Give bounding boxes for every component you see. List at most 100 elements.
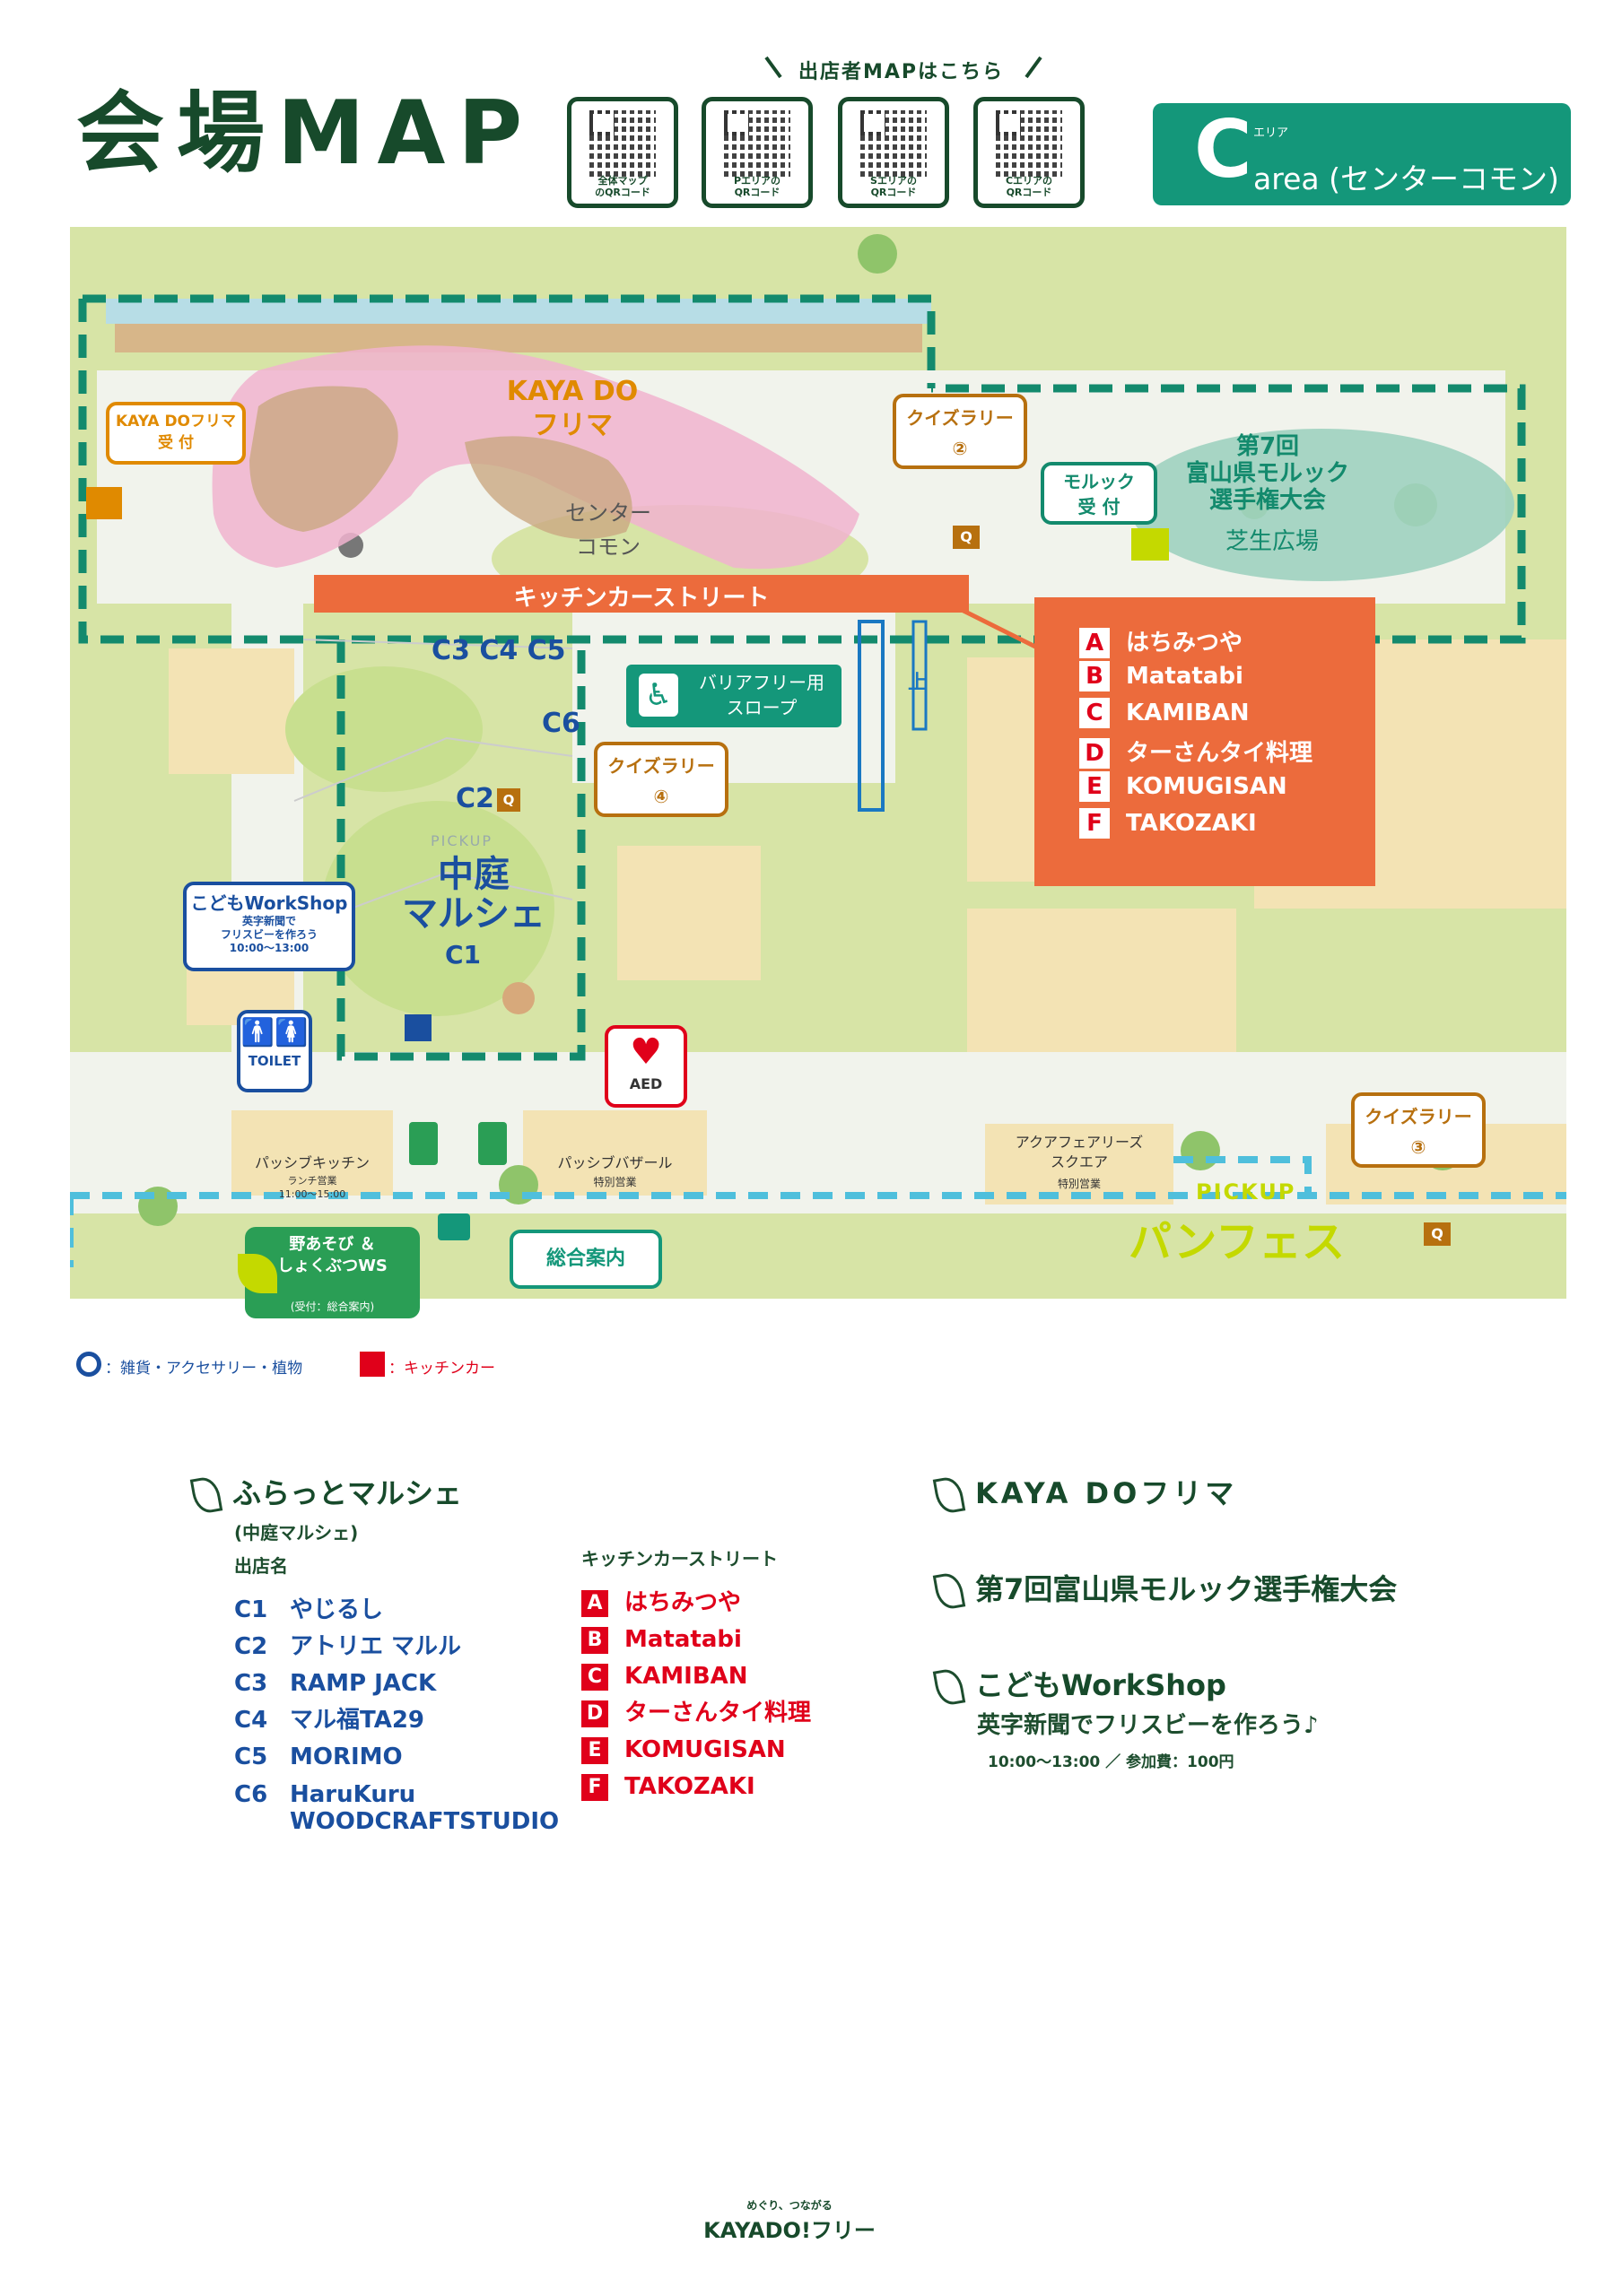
- area-badge: C エリア area (センターコモン): [1153, 103, 1571, 205]
- aed-label: AED: [629, 1075, 663, 1092]
- area-letter: C: [1194, 103, 1252, 196]
- qr-caption: 出店者MAPはこちら: [798, 61, 1005, 83]
- kitchen-street-label: キッチンカーストリート: [513, 585, 770, 612]
- pickup-label: PICKUP: [431, 832, 493, 849]
- leaf-icon: [238, 1254, 277, 1293]
- marche-sub: (中庭マルシェ): [234, 1522, 359, 1544]
- leaf-icon: [189, 1474, 223, 1516]
- qr-image: [860, 110, 927, 177]
- noasobi-box: 野あそび ＆ しょくぶつWS: [238, 1227, 420, 1299]
- slash-right-icon: [1025, 56, 1042, 79]
- leaf-icon: [932, 1666, 966, 1708]
- kids-workshop-callout: こどもWorkShop 英字新聞で フリスビーを作ろう 10:00〜13:00: [183, 882, 355, 971]
- marche-title: ふらっとマルシェ: [189, 1471, 570, 1516]
- qr-image: [996, 110, 1062, 177]
- barrier-free-slope: ♿ バリアフリー用 スロープ: [626, 665, 842, 727]
- circle-legend-label: ：雑貨・アクセサリー・植物: [105, 1360, 303, 1378]
- circle-legend-icon: [76, 1352, 101, 1377]
- area-ruby: エリア: [1253, 126, 1289, 140]
- qr-image: [589, 110, 656, 177]
- passive-bazaar-sub: 特別営業: [593, 1176, 637, 1188]
- quiz-marker: Q: [497, 788, 520, 812]
- kids-desc: 英字新聞でフリスビーを作ろう♪: [977, 1712, 1319, 1739]
- quiz-rally-4: クイズラリー ④: [594, 742, 728, 817]
- kids-ws-sub: 英字新聞で フリスビーを作ろう 10:00〜13:00: [220, 915, 318, 954]
- kayado-title: KAYA DOフリマ: [932, 1471, 1492, 1516]
- square-legend-label: ：キッチンカー: [388, 1360, 495, 1378]
- info-marker: [438, 1213, 470, 1240]
- aqua-square-sub: 特別営業: [1057, 1178, 1101, 1190]
- stall-c6: C6: [542, 708, 580, 739]
- aed-callout: ♥ AED: [605, 1025, 687, 1108]
- workshop-marker: [405, 1014, 432, 1041]
- toilet-icon: 🚹🚺: [240, 1017, 309, 1048]
- kitchen-street-bar: [314, 575, 969, 613]
- qr-image: [724, 110, 790, 177]
- lawn-label: 芝生広場: [1225, 528, 1319, 555]
- kids-title: こどもWorkShop: [932, 1663, 1492, 1708]
- molkky-event-label: 第7回 富山県モルック 選手権大会: [1185, 433, 1349, 514]
- qr-code-overall[interactable]: 全体マップのQRコード: [567, 97, 678, 208]
- kayado-flea-label: KAYA DO フリマ: [506, 376, 639, 441]
- square-legend-icon: [360, 1352, 385, 1377]
- aqua-square-label: アクアフェアリーズ スクエア: [1015, 1134, 1144, 1170]
- molkky-title: 第7回富山県モルック選手権大会: [932, 1567, 1492, 1612]
- shop-name-label: 出店名: [234, 1555, 288, 1577]
- pan-fes-pickup: PICKUP: [1196, 1179, 1296, 1205]
- qr-caption-group: 出店者MAPはこちら: [763, 54, 1050, 83]
- passive-kitchen-sub: ランチ営業 11:00〜15:00: [278, 1175, 346, 1200]
- reception-marker: [86, 487, 122, 519]
- events-section: KAYA DOフリマ 第7回富山県モルック選手権大会 こどもWorkShop 英…: [932, 1471, 1492, 1771]
- booth-marker: [409, 1122, 438, 1165]
- kayado-reception-callout: KAYA DOフリマ 受 付: [106, 402, 246, 465]
- toilet-callout: 🚹🚺 TOILET: [237, 1010, 312, 1092]
- noasobi-sub: (受付：総合案内): [245, 1299, 420, 1318]
- footer-logo-text: KAYADO!フリー: [703, 2218, 876, 2243]
- stall-c1: C1: [445, 940, 482, 970]
- kitchen-label: キッチンカーストリート: [581, 1548, 778, 1570]
- passive-kitchen-label: パッシブキッチン: [254, 1154, 370, 1171]
- quiz-rally-3: クイズラリー ③: [1351, 1092, 1486, 1168]
- center-common-label: センター コモン: [565, 500, 651, 560]
- general-info-callout: 総合案内: [510, 1230, 662, 1289]
- slash-left-icon: [764, 56, 782, 79]
- molkky-reception-callout: モルック 受 付: [1041, 462, 1157, 525]
- molkky-marker: [1131, 528, 1169, 561]
- footer-logo: めぐり、つながる KAYADO!フリー: [700, 2197, 879, 2244]
- pan-fes-label: パンフェス: [1129, 1217, 1345, 1267]
- kids-time: 10:00〜13:00 ／ 参加費：100円: [988, 1753, 1234, 1771]
- up-mark: 上: [908, 672, 929, 694]
- legend: ：雑貨・アクセサリー・植物 ：キッチンカー: [76, 1350, 579, 1386]
- quiz-marker: Q: [953, 526, 980, 549]
- leaf-icon: [932, 1570, 966, 1612]
- kids-ws-title: こどもWorkShop: [190, 892, 348, 914]
- toilet-label: TOILET: [248, 1053, 301, 1069]
- passive-bazaar-label: パッシブバザール: [557, 1154, 673, 1171]
- stall-c3-c4-c5: C3 C4 C5: [432, 635, 566, 666]
- courtyard-marche-label: 中庭 マルシェ: [402, 854, 545, 935]
- noasobi-label: 野あそび ＆ しょくぶつWS: [277, 1235, 388, 1275]
